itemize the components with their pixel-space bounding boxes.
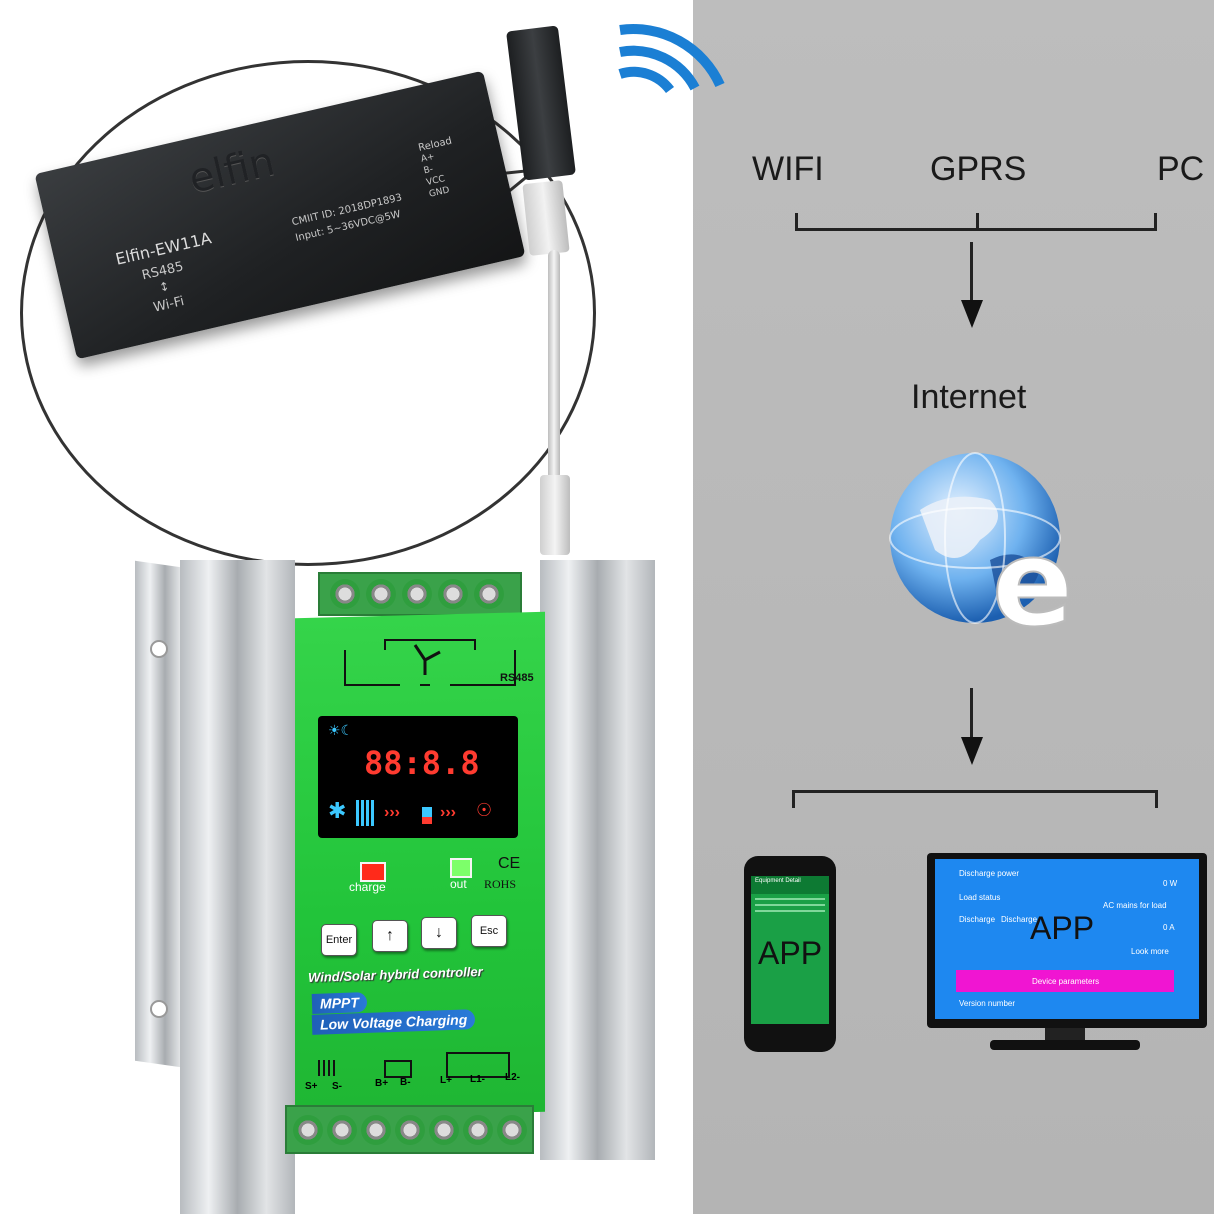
module-pin-b: B- xyxy=(422,164,435,177)
arrow-1-shaft xyxy=(970,242,973,302)
bracket-tick-left xyxy=(795,213,798,230)
lcd-display: 88:8.8 ☀☾ ✱ ››› ››› ☉ xyxy=(318,716,518,838)
source-pc: PC xyxy=(1157,150,1205,188)
screen-row3-val: 0 A xyxy=(1163,923,1175,932)
flow-arrows-icon-2: ››› xyxy=(440,804,456,821)
terminal-s-plus: S+ xyxy=(305,1081,318,1092)
terminal-screw xyxy=(366,579,396,609)
screen-row2-val: AC mains for load xyxy=(1103,901,1167,910)
screen-row3: Discharge xyxy=(959,915,996,924)
screen-row2: Load status xyxy=(959,893,1001,902)
bracket-tick-right xyxy=(1154,213,1157,230)
lcd-digits: 88:8.8 xyxy=(364,744,480,782)
terminal-screw xyxy=(429,1115,459,1145)
wind-turbine-icon xyxy=(344,639,516,686)
down-arrow-icon-2 xyxy=(961,737,983,765)
device-bracket xyxy=(792,790,1158,793)
terminal-l1-minus: L1- xyxy=(470,1074,485,1085)
screen-row1: Discharge power xyxy=(959,869,1020,878)
app-label-monitor: APP xyxy=(1030,910,1095,946)
mppt-badge: MPPT xyxy=(311,992,368,1014)
bulb-icon: ☉ xyxy=(476,800,493,820)
charge-led xyxy=(360,862,386,882)
terminal-screw xyxy=(327,1115,357,1145)
monitor-stand xyxy=(990,1040,1140,1050)
device-parameters-bar: Device parameters xyxy=(956,970,1174,992)
screen-section: Device parameters xyxy=(1032,977,1100,986)
flow-arrows-icon: ››› xyxy=(384,804,400,821)
charge-label: charge xyxy=(349,880,386,894)
terminal-l-plus: L+ xyxy=(440,1075,452,1086)
terminal-screw xyxy=(293,1115,323,1145)
screen-look-more: Look more xyxy=(1131,947,1169,956)
module-brand: elfin xyxy=(184,138,280,203)
rj45-plug-bottom xyxy=(540,475,570,555)
module-pin-reload: Reload xyxy=(417,135,454,154)
bracket-tick-right-2 xyxy=(1155,790,1158,808)
battery-icon xyxy=(422,800,432,824)
screen-version: Version number xyxy=(959,999,1016,1008)
module-iface-bottom: Wi-Fi xyxy=(152,294,186,316)
wind-icon: ✱ xyxy=(328,798,347,823)
down-button[interactable]: ↓ xyxy=(421,917,457,949)
monitor-neck xyxy=(1045,1028,1085,1042)
app-label-phone: APP xyxy=(758,935,823,971)
esc-button[interactable]: Esc xyxy=(471,915,507,947)
bottom-terminal-block xyxy=(285,1105,534,1154)
rs485-port-label: RS485 xyxy=(500,672,534,684)
phone-screen: Equipment Detail xyxy=(751,876,829,1024)
cable xyxy=(548,250,560,480)
ce-mark: CE xyxy=(498,855,521,872)
enter-button[interactable]: Enter xyxy=(321,924,357,956)
terminal-screw xyxy=(395,1115,425,1145)
terminal-screw xyxy=(438,579,468,609)
solar-panel-icon-bottom xyxy=(318,1060,338,1076)
terminal-b-plus: B+ xyxy=(375,1078,389,1089)
terminal-screw xyxy=(463,1115,493,1145)
svg-text:e: e xyxy=(992,515,1073,635)
screen-row3-sub: Discharge xyxy=(1001,915,1038,924)
terminal-s-minus: S- xyxy=(332,1081,342,1092)
out-label: out xyxy=(450,877,467,891)
terminal-b-minus: B- xyxy=(400,1077,411,1088)
up-button[interactable]: ↑ xyxy=(372,920,408,952)
source-wifi: WIFI xyxy=(752,150,824,188)
terminal-l2-minus: L2- xyxy=(505,1072,520,1083)
terminal-screw xyxy=(361,1115,391,1145)
mount-hole-top xyxy=(150,640,168,658)
module-iface-arrow: ↕ xyxy=(157,278,171,295)
battery-icon-bottom xyxy=(384,1060,412,1078)
terminal-screw xyxy=(330,579,360,609)
internet-label: Internet xyxy=(911,378,1027,416)
heatsink-left xyxy=(180,560,295,1214)
solar-panel-icon xyxy=(356,800,376,826)
rohs-mark: ROHS xyxy=(484,877,517,891)
rj45-plug-top xyxy=(522,180,570,256)
load-icon-bottom xyxy=(446,1052,510,1078)
mount-hole-bottom xyxy=(150,1000,168,1018)
sun-moon-icon: ☀☾ xyxy=(328,722,354,738)
heatsink-right xyxy=(540,560,655,1160)
module-pin-a: A+ xyxy=(420,151,436,165)
terminal-screw xyxy=(474,579,504,609)
source-gprs: GPRS xyxy=(930,150,1027,188)
arrow-2-shaft xyxy=(970,688,973,738)
out-led xyxy=(450,858,472,878)
module-pin-gnd: GND xyxy=(428,185,451,200)
globe-e-icon: e xyxy=(889,452,1074,635)
bracket-tick-mid xyxy=(976,213,979,230)
phone-header: Equipment Detail xyxy=(751,876,829,894)
wifi-signal-icon xyxy=(618,24,725,94)
down-arrow-icon xyxy=(961,300,983,328)
screen-row1-val: 0 W xyxy=(1163,879,1178,888)
monitor-screen: Discharge power 0 W Load status AC mains… xyxy=(935,859,1199,1019)
top-terminal-block xyxy=(318,572,522,616)
bracket-tick-left-2 xyxy=(792,790,795,808)
terminal-screw xyxy=(497,1115,527,1145)
terminal-screw xyxy=(402,579,432,609)
